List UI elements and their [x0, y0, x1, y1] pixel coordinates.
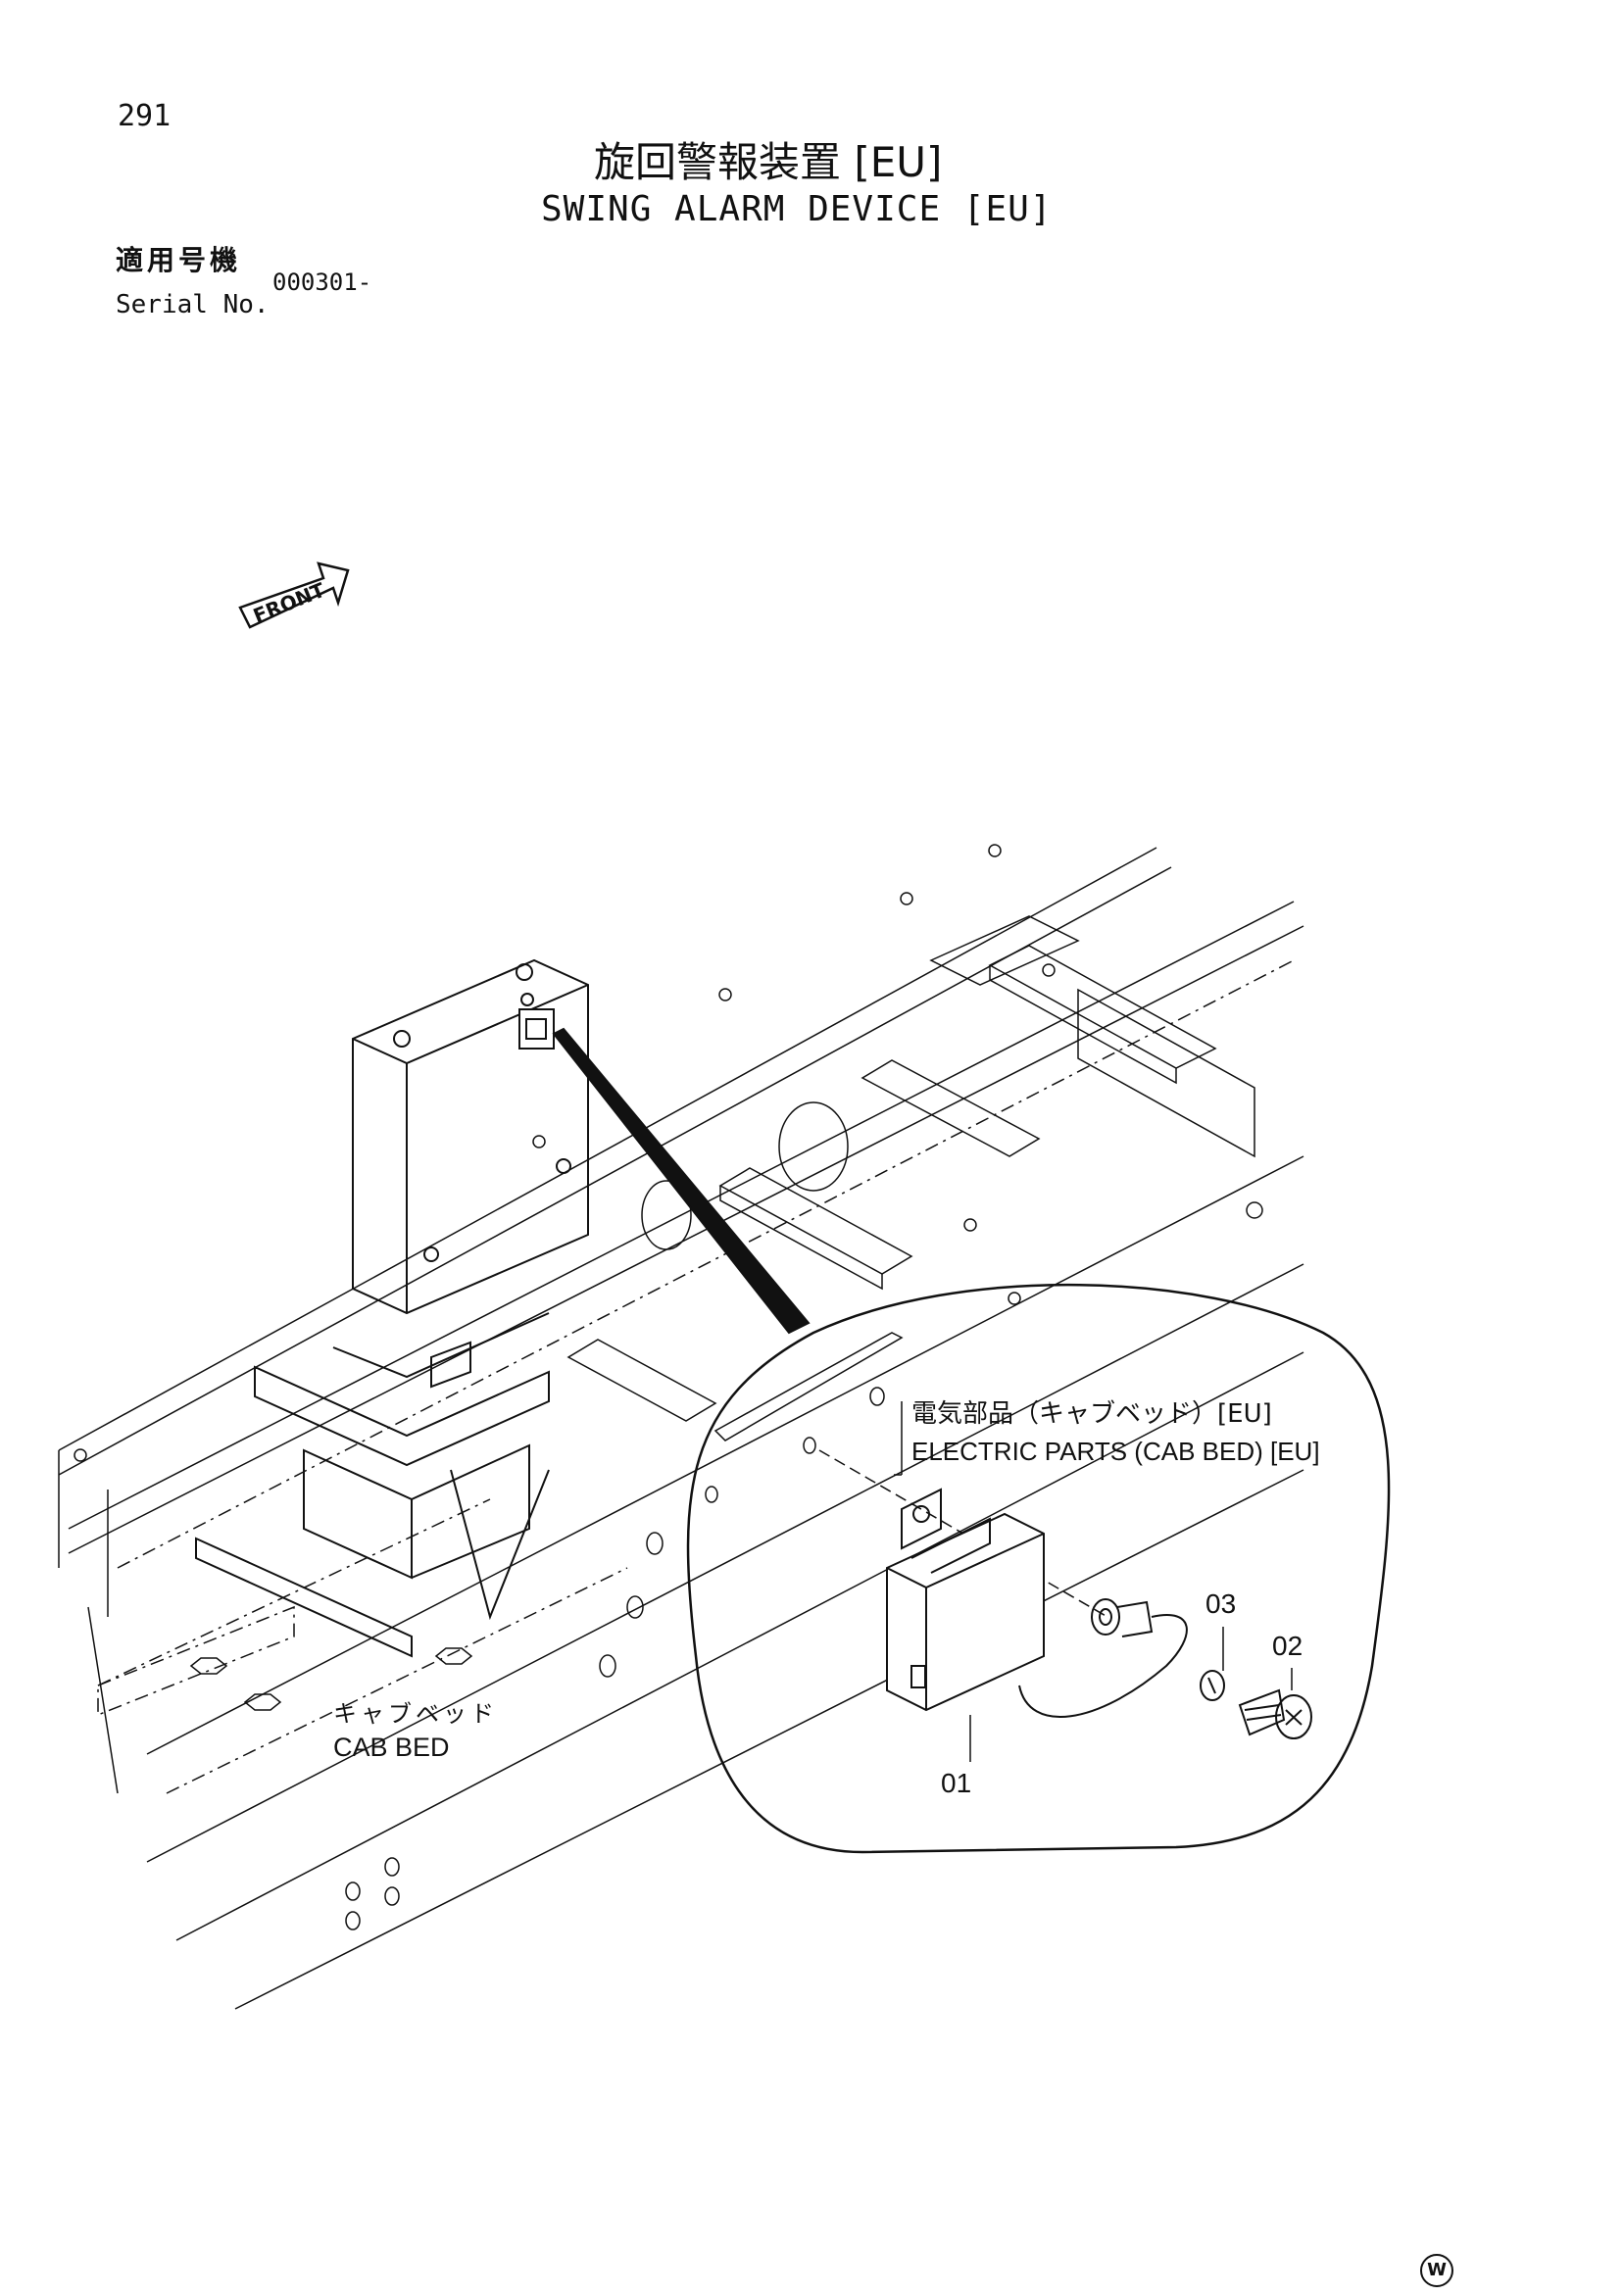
detail-bubble	[686, 1284, 1391, 1854]
cross-members	[566, 915, 1263, 1422]
part-leaders	[894, 1401, 1293, 1762]
lock-washer	[1200, 1670, 1225, 1701]
alarm-unit-small	[518, 993, 555, 1050]
front-label: FRONT	[250, 578, 328, 628]
detail-leader	[552, 1027, 811, 1335]
part-number-01: 01	[941, 1768, 972, 1798]
page-title-english: SWING ALARM DEVICE [EU]	[541, 189, 1053, 229]
frame-rails	[58, 847, 1304, 2010]
serial-label-english: Serial No.	[116, 290, 270, 319]
part-number-02: 02	[1272, 1631, 1303, 1661]
serial-number-value: 000301-	[272, 269, 372, 296]
part-number-03: 03	[1205, 1588, 1237, 1619]
page-title-japanese: 旋回警報装置 [EU]	[594, 138, 943, 186]
alarm-mounting-column	[195, 958, 589, 1658]
frame-holes	[74, 844, 1002, 1930]
front-arrow-icon: FRONT	[238, 562, 350, 629]
washer	[1091, 1598, 1154, 1637]
cab-bed-label-english: CAB BED	[333, 1733, 450, 1762]
callout-label-japanese: 電気部品（キャブベッド）[EU]	[911, 1399, 1272, 1429]
alarm-buzzer	[886, 1488, 1188, 1718]
watermark-w-icon: W	[1420, 2254, 1453, 2287]
screw	[1238, 1688, 1312, 1739]
page-number: 291	[118, 99, 172, 133]
callout-label-english: ELECTRIC PARTS (CAB BED) [EU]	[911, 1437, 1320, 1466]
cab-bed-bolts	[97, 1605, 473, 1717]
serial-label-japanese: 適用号機	[116, 244, 242, 276]
cab-bed-label-japanese: キャブベッド	[333, 1700, 498, 1728]
